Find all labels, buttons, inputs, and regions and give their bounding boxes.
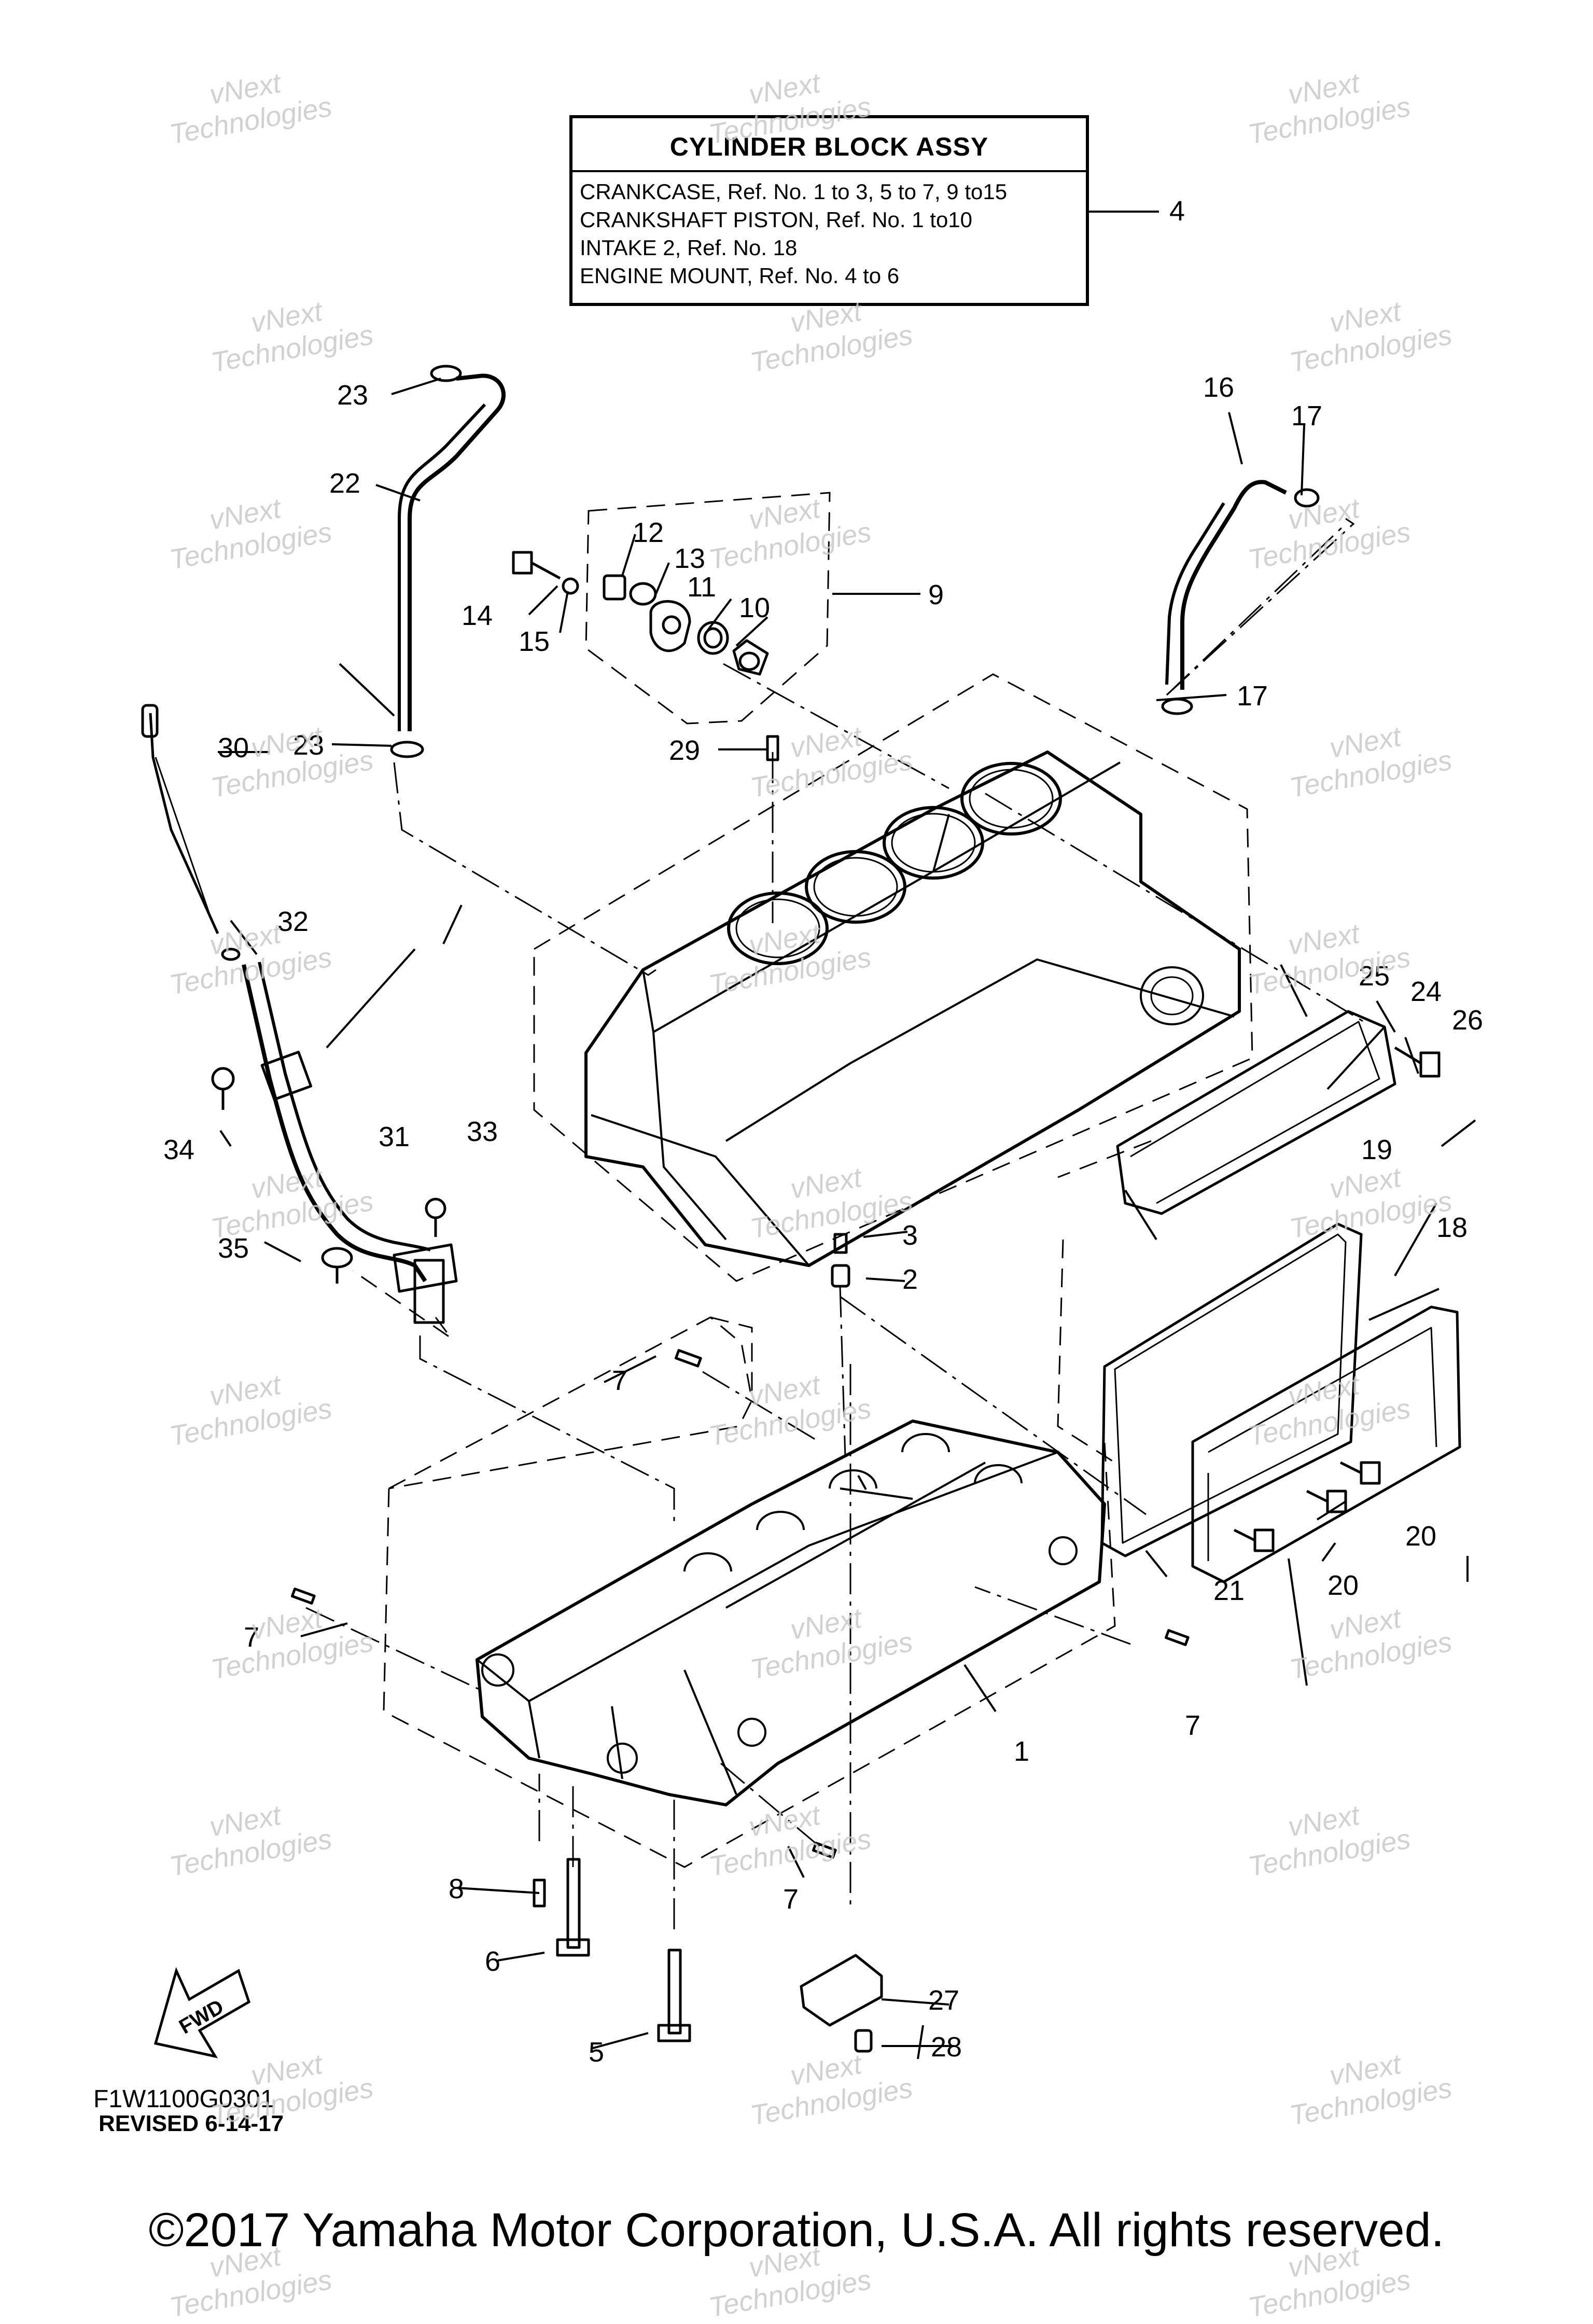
callout-14: 14 [462,600,493,631]
clamp-17-bottom [1161,698,1193,715]
fwd-arrow-icon [153,1967,251,2058]
callout-2: 2 [902,1264,918,1295]
bolt-26 [1394,1046,1441,1078]
crankcase [476,1420,1106,1806]
screw-28 [854,2029,873,2053]
dowel-7-c [1164,1629,1190,1646]
callout-27: 27 [928,1985,959,2016]
callout-20-right: 20 [1405,1521,1436,1552]
cover-25 [1116,1010,1396,1215]
callout-4: 4 [1169,196,1185,227]
callout-17-top: 17 [1291,400,1322,432]
group-boxes [352,492,1253,1868]
legend-box: CYLINDER BLOCK ASSY CRANKCASE, Ref. No. … [569,115,1089,306]
callout-7-right: 7 [1185,1710,1200,1741]
callout-7-upper: 7 [612,1365,627,1396]
callout-23-lower: 23 [293,730,324,761]
bolt-20-a [1339,1461,1381,1485]
callout-22: 22 [329,468,360,499]
plug-12 [603,574,626,601]
crankcase-journals [683,1433,1023,1572]
callout-18: 18 [1436,1212,1468,1243]
callout-24: 24 [1410,976,1442,1007]
legend-line: INTAKE 2, Ref. No. 18 [580,235,798,260]
dowel-7-d [812,1842,837,1859]
parts-artwork [141,365,1461,2053]
legend-line: CRANKCASE, Ref. No. 1 to 3, 5 to 7, 9 to… [580,179,1008,204]
cylinder-block [584,750,1241,1267]
callout-6: 6 [485,1946,500,1977]
callout-9: 9 [928,579,944,610]
gasket-13 [629,582,657,606]
revision-date: REVISED 6-14-17 [99,2111,284,2136]
bolt-21 [1233,1528,1275,1552]
legend-line: CRANKSHAFT PISTON, Ref. No. 1 to10 [580,207,973,232]
seal-11 [697,621,729,655]
dowel-7-b [290,1588,316,1605]
callout-19: 19 [1361,1134,1392,1165]
bolt-33 [425,1198,446,1237]
callout-16: 16 [1203,372,1234,403]
callout-32: 32 [277,906,309,937]
diagram-code: F1W1100G0301 [93,2085,274,2113]
hose-22 [408,373,506,731]
callout-1: 1 [1014,1736,1029,1767]
collar-2 [831,1264,850,1288]
bolt-20-b [1306,1490,1347,1513]
callout-7-bottom: 7 [783,1884,799,1915]
housing-9 [649,600,691,652]
callout-33: 33 [467,1116,498,1147]
copyright-notice: ©2017 Yamaha Motor Corporation, U.S.A. A… [148,2204,1445,2257]
callout-26: 26 [1452,1005,1483,1036]
callout-30: 30 [218,732,249,763]
legend-divider [572,170,1086,172]
clamp-23-top [430,365,462,382]
legend-line: ENGINE MOUNT, Ref. No. 4 to 6 [580,263,900,288]
callout-25: 25 [1359,961,1390,992]
dowel-7-a [674,1349,702,1368]
callout-15: 15 [519,626,550,657]
cylinder-bores [727,762,1062,965]
callout-23: 23 [337,380,368,411]
callout-17-bottom: 17 [1237,680,1268,712]
callout-11: 11 [687,572,716,603]
intake-18 [1191,1305,1461,1583]
clamp-23-bottom [390,741,424,758]
leader-lines [218,211,1476,2059]
callout-10: 10 [739,592,770,623]
valve-10 [732,639,769,676]
rivet-35 [321,1247,353,1284]
legend-title: CYLINDER BLOCK ASSY [669,132,989,161]
o-ring-32 [221,948,241,961]
callout-5: 5 [589,2037,604,2068]
hose-16 [1180,480,1287,690]
callout-35: 35 [218,1233,249,1264]
washer-15 [562,577,579,595]
callout-29: 29 [669,735,700,766]
callout-28: 28 [931,2031,962,2063]
guide-tube-31 [242,964,427,1283]
bolt-6 [556,1858,590,1957]
callout-34: 34 [163,1134,194,1165]
bolt-5 [657,1949,691,2042]
bolt-14 [512,551,561,580]
clamp-17-top [1294,488,1320,508]
bolt-34 [211,1067,235,1110]
parts-diagram: CYLINDER BLOCK ASSY CRANKCASE, Ref. No. … [93,67,1483,2323]
callout-13: 13 [674,543,705,574]
callout-21: 21 [1213,1575,1245,1606]
callout-8: 8 [449,1873,464,1904]
diagram-artwork: FWD 4 23 22 12 13 9 11 10 14 15 16 17 17… [141,196,1483,2068]
pin-8 [533,1878,546,1908]
callout-3: 3 [902,1220,918,1251]
callout-31: 31 [379,1121,410,1152]
dowel-29 [766,735,779,761]
callout-7-left: 7 [244,1622,259,1653]
callout-20-lower: 20 [1328,1570,1359,1601]
strainer-27 [800,1954,883,2027]
callout-12: 12 [633,517,664,548]
callout-numbers: 4 23 22 12 13 9 11 10 14 15 16 17 17 23 … [163,196,1483,2068]
